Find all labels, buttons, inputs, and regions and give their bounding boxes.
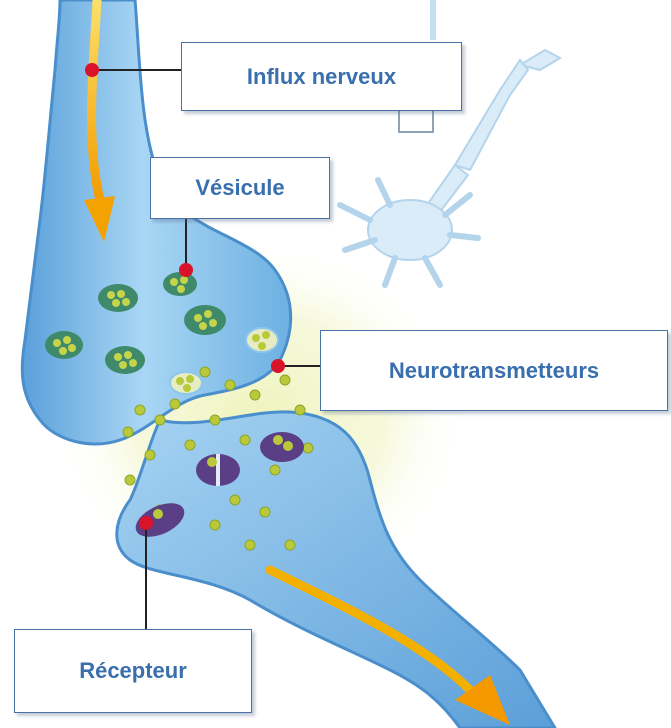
label-vesicule: Vésicule	[150, 157, 330, 219]
vesicle	[246, 328, 278, 352]
vesicle	[184, 305, 226, 335]
label-neurotransmetteurs: Neurotransmetteurs	[320, 330, 668, 411]
label-influx-nerveux: Influx nerveux	[181, 42, 462, 111]
label-recepteur: Récepteur	[14, 629, 252, 713]
vesicle	[98, 284, 138, 312]
receptor	[260, 432, 304, 462]
receptor	[196, 454, 240, 486]
vesicle	[163, 272, 197, 296]
vesicle	[45, 331, 83, 359]
vesicle	[170, 372, 202, 394]
vesicle	[105, 346, 145, 374]
